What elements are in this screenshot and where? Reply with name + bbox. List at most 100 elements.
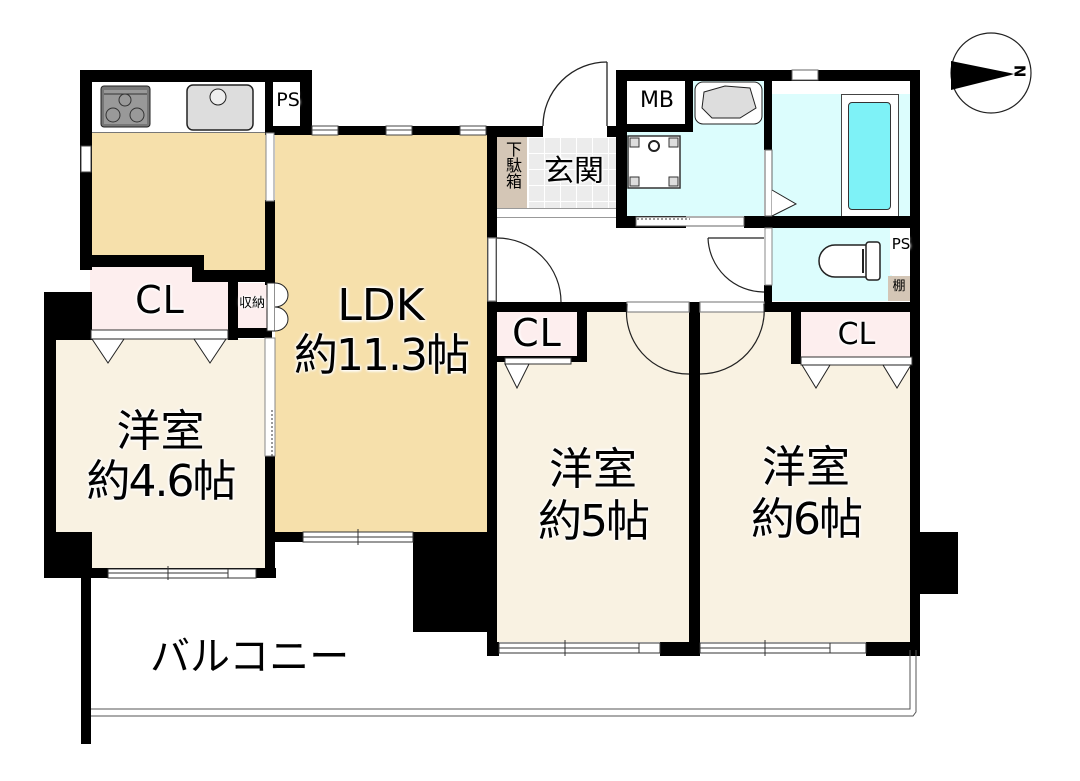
room-c-door[interactable] (699, 301, 765, 375)
wall (265, 126, 497, 135)
shelf-box (888, 276, 910, 301)
wall (81, 578, 91, 744)
closet-c-doors[interactable] (800, 356, 913, 389)
closet-a-floor[interactable] (90, 266, 204, 338)
ps-toilet-label: PS (891, 235, 911, 253)
hall-door-ldk[interactable] (487, 237, 562, 303)
western-room-a-floor-lower (91, 530, 267, 568)
compass-icon (950, 32, 1032, 114)
window-icon[interactable] (107, 566, 257, 580)
stove-icon (100, 85, 151, 128)
wall (487, 126, 497, 656)
shelf-label: 棚 (892, 279, 906, 294)
ps-kitchen-box (272, 80, 304, 128)
entrance-label: 玄関 (544, 154, 604, 189)
wall (80, 70, 312, 82)
ldk-size: 約11.3帖 (294, 330, 470, 381)
wall (80, 255, 204, 267)
wall (918, 532, 958, 594)
western-room-b-size: 約5帖 (538, 496, 650, 547)
wall (660, 642, 700, 656)
storage-door[interactable] (266, 282, 289, 332)
sliding-partition[interactable] (264, 337, 276, 457)
washing-machine-pan-icon (627, 135, 681, 189)
wall (413, 532, 497, 632)
ldk-floor[interactable] (275, 134, 487, 532)
washroom-door[interactable] (635, 216, 745, 227)
western-room-a-size: 約4.6帖 (86, 456, 237, 507)
wall (577, 302, 587, 362)
closet-b-floor[interactable] (497, 312, 577, 358)
balcony-railing (91, 650, 917, 717)
closet-b-label: CL (512, 311, 562, 355)
wall (685, 80, 693, 128)
mb-box (627, 80, 687, 128)
compass-north-label: N (1010, 64, 1029, 78)
wall (265, 455, 275, 578)
western-room-b-name: 洋室 (549, 444, 637, 495)
wall (689, 302, 918, 312)
mb-label: MB (639, 88, 675, 113)
closet-c-label: CL (837, 317, 876, 352)
western-room-b-floor[interactable] (497, 312, 689, 642)
wall (616, 70, 627, 228)
wall (487, 126, 543, 137)
closet-a-doors[interactable] (90, 329, 229, 364)
storage-floor[interactable] (238, 283, 268, 331)
opening (265, 132, 275, 202)
hallway-floor[interactable] (497, 220, 775, 303)
wall (744, 216, 918, 228)
wall (487, 642, 499, 656)
ldk-name: LDK (337, 280, 425, 331)
wall (300, 70, 312, 132)
western-room-a-name: 洋室 (116, 406, 205, 457)
wall (228, 270, 238, 340)
storage-label: 収納 (238, 296, 265, 311)
entrance-step (497, 208, 616, 218)
window-icon[interactable] (699, 640, 867, 656)
closet-b-door[interactable] (504, 357, 572, 390)
closet-a-floor-right (200, 280, 230, 338)
western-room-c-name: 洋室 (762, 442, 850, 493)
bathtub-icon (848, 102, 891, 210)
closet-c-floor[interactable] (801, 312, 912, 364)
shoe-box (497, 137, 527, 208)
window-icon[interactable] (302, 529, 414, 545)
toilet-icon (818, 241, 881, 281)
wall (627, 124, 693, 132)
ps-toilet-box (890, 228, 910, 275)
wall (616, 70, 918, 81)
window-icon (80, 145, 92, 173)
window-icon (791, 69, 819, 81)
entrance-door[interactable] (542, 61, 608, 137)
wall (866, 642, 920, 656)
wall (764, 285, 772, 312)
wall (265, 82, 273, 132)
sink-icon (186, 84, 254, 131)
western-room-a-floor[interactable] (54, 339, 267, 533)
wall (791, 302, 801, 364)
wall (265, 200, 275, 285)
hall-door-toilet[interactable] (707, 237, 765, 293)
bathroom-upper-strip (772, 80, 910, 94)
ps-kitchen-label: PS (276, 89, 300, 111)
window-icon (311, 125, 487, 136)
wall (764, 80, 772, 150)
wall (689, 302, 700, 656)
wall (910, 70, 920, 650)
western-room-c-size: 約6帖 (751, 494, 863, 545)
entrance-floor[interactable] (528, 137, 616, 208)
wall (764, 216, 772, 228)
room-b-door[interactable] (625, 301, 690, 375)
washbasin-icon (694, 81, 763, 125)
window-icon[interactable] (498, 640, 661, 656)
toilet-door[interactable] (764, 227, 773, 286)
bathroom-door[interactable] (764, 149, 798, 217)
balcony-label: バルコニー (150, 634, 350, 680)
wall (44, 292, 56, 578)
shoe-box-label: 下駄箱 (503, 141, 522, 189)
wall (228, 328, 272, 338)
kitchen-floor (92, 133, 268, 255)
wall (487, 302, 627, 312)
